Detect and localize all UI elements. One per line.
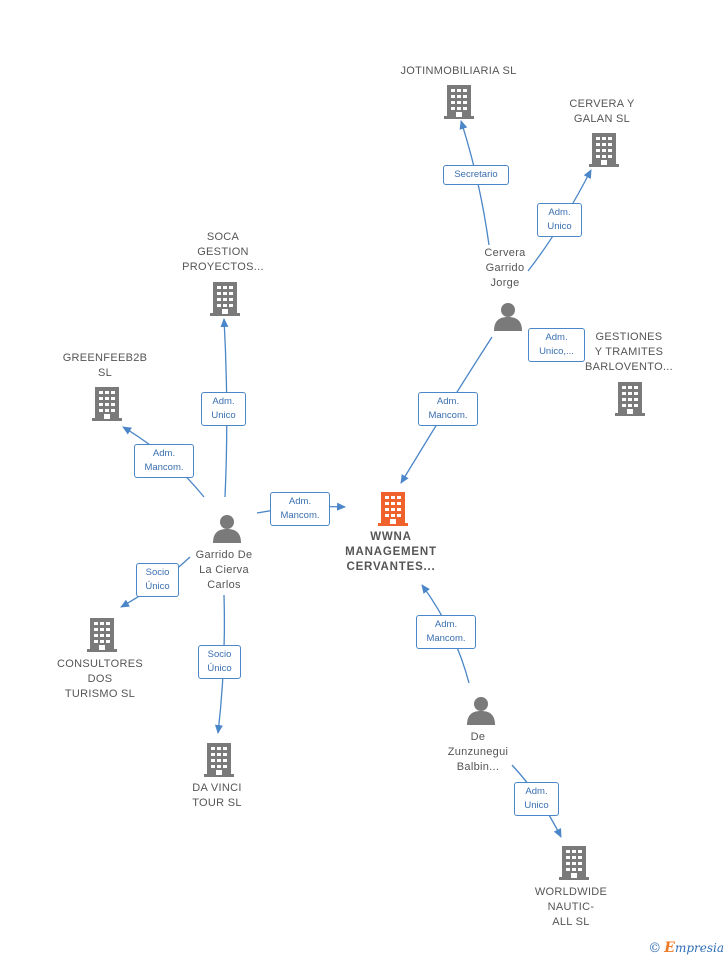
label-line: TURISMO SL bbox=[64, 688, 136, 700]
label-line: DOS bbox=[87, 673, 113, 685]
edge-label-line: Adm. bbox=[436, 396, 460, 407]
label-line: La Cierva bbox=[199, 564, 249, 576]
brand-name: mpresia bbox=[674, 941, 724, 955]
edge-label-socio-consultores[interactable]: Socio Único bbox=[136, 563, 179, 597]
label-line: DA VINCI bbox=[192, 782, 242, 794]
label-line: GALAN SL bbox=[573, 113, 631, 125]
building-icon[interactable] bbox=[87, 618, 117, 652]
brand-initial: E bbox=[664, 940, 675, 956]
label-line: CERVANTES... bbox=[346, 561, 436, 573]
node-label-soca[interactable]: SOCA GESTION PROYECTOS... bbox=[168, 230, 278, 275]
edge-label-line: Unico,... bbox=[539, 346, 574, 357]
label-line: MANAGEMENT bbox=[345, 546, 437, 558]
edge-label-adm-mancom-garrido[interactable]: Adm. Mancom. bbox=[270, 492, 330, 526]
building-icon[interactable] bbox=[210, 282, 240, 316]
label-line: CERVERA Y bbox=[569, 98, 635, 110]
edge-label-line: Único bbox=[145, 581, 170, 592]
label-line: ALL SL bbox=[552, 916, 590, 928]
node-label-gestiones[interactable]: GESTIONES Y TRAMITES BARLOVENTO... bbox=[575, 330, 683, 375]
edge-label-adm-unico-cervera[interactable]: Adm. Unico bbox=[537, 203, 582, 237]
building-icon[interactable] bbox=[204, 743, 234, 777]
edge-label-adm-unico-soca[interactable]: Adm. Unico bbox=[201, 392, 246, 426]
edge-label-adm-unico-gestiones[interactable]: Adm. Unico,... bbox=[528, 328, 585, 362]
label-line: Cervera bbox=[484, 247, 526, 259]
person-icon[interactable] bbox=[213, 515, 241, 543]
node-label-greenfeeb2b[interactable]: GREENFEEB2B SL bbox=[50, 351, 160, 381]
label-line: Y TRAMITES bbox=[594, 346, 664, 358]
label-line: PROYECTOS... bbox=[182, 261, 264, 273]
label-line: Garrido bbox=[485, 262, 525, 274]
label-line: WORLDWIDE bbox=[534, 886, 608, 898]
edge-label-socio-davinci[interactable]: Socio Único bbox=[198, 645, 241, 679]
edge-label-line: Adm. bbox=[212, 396, 235, 407]
edge-label-line: Unico bbox=[547, 221, 572, 232]
copyright-symbol: © bbox=[648, 941, 662, 956]
label-line: Jorge bbox=[490, 277, 520, 289]
building-icon[interactable] bbox=[92, 387, 122, 421]
edge-label-line: Unico bbox=[524, 800, 549, 811]
building-icon[interactable] bbox=[559, 846, 589, 880]
label-line: SOCA bbox=[206, 231, 240, 243]
label-line: GESTION bbox=[197, 246, 249, 258]
building-icon[interactable] bbox=[615, 382, 645, 416]
node-label-worldwide[interactable]: WORLDWIDE NAUTIC- ALL SL bbox=[521, 885, 621, 930]
edge-label-adm-mancom-cervera[interactable]: Adm. Mancom. bbox=[418, 392, 478, 426]
label-line: Garrido De bbox=[195, 549, 253, 561]
label-line: SL bbox=[97, 367, 113, 379]
building-icon[interactable] bbox=[589, 133, 619, 167]
edge-label-line: Socio bbox=[145, 567, 170, 578]
label-line: GESTIONES bbox=[595, 331, 663, 343]
building-icon[interactable] bbox=[444, 85, 474, 119]
label-line: JOTINMOBILIARIA SL bbox=[400, 65, 517, 77]
label-line: Zunzunegui bbox=[447, 746, 509, 758]
label-line: BARLOVENTO... bbox=[584, 361, 674, 373]
main-building-icon[interactable] bbox=[378, 492, 408, 526]
edge-label-line: Adm. bbox=[434, 619, 458, 630]
person-icon[interactable] bbox=[494, 303, 522, 331]
edge-label-secretario[interactable]: Secretario bbox=[443, 165, 509, 185]
edge-label-line: Adm. bbox=[288, 496, 312, 507]
node-label-consultores[interactable]: CONSULTORES DOS TURISMO SL bbox=[45, 657, 155, 702]
edge-label-adm-unico-world[interactable]: Adm. Unico bbox=[514, 782, 559, 816]
edge-label-line: Mancom. bbox=[280, 510, 320, 521]
label-line: Balbin... bbox=[456, 761, 500, 773]
node-label-garrido[interactable]: Garrido De La Cierva Carlos bbox=[179, 548, 269, 593]
empresia-logo: ©Empresia bbox=[648, 940, 724, 956]
label-line: CONSULTORES bbox=[56, 658, 144, 670]
label-line: GREENFEEB2B bbox=[62, 352, 148, 364]
node-label-davinci[interactable]: DA VINCI TOUR SL bbox=[167, 781, 267, 811]
edge-label-line: Adm. bbox=[548, 207, 571, 218]
edge-label-adm-mancom-green[interactable]: Adm. Mancom. bbox=[134, 444, 194, 478]
edge-label-line: Adm. bbox=[545, 332, 568, 343]
edge-label-line: Único bbox=[207, 663, 232, 674]
edge-label-line: Unico bbox=[211, 410, 236, 421]
label-line: NAUTIC- bbox=[547, 901, 595, 913]
label-line: De bbox=[470, 731, 486, 743]
label-line: WWNA bbox=[370, 531, 412, 543]
label-line: Carlos bbox=[207, 579, 241, 591]
node-label-wwna[interactable]: WWNA MANAGEMENT CERVANTES... bbox=[331, 530, 451, 575]
person-icon[interactable] bbox=[467, 697, 495, 725]
node-label-cervera-galan[interactable]: CERVERA Y GALAN SL bbox=[552, 97, 652, 127]
node-label-cervera-jorge[interactable]: Cervera Garrido Jorge bbox=[465, 246, 545, 291]
label-line: TOUR SL bbox=[192, 797, 242, 809]
node-label-jotinmobiliaria[interactable]: JOTINMOBILIARIA SL bbox=[381, 64, 536, 79]
edge-label-line: Mancom. bbox=[428, 410, 468, 421]
edge-label-line: Adm. bbox=[152, 448, 176, 459]
node-label-zunzunegui[interactable]: De Zunzunegui Balbin... bbox=[433, 730, 523, 775]
edge-label-line: Mancom. bbox=[426, 633, 466, 644]
edge-label-line: Secretario bbox=[454, 169, 498, 180]
edge-label-line: Adm. bbox=[525, 786, 548, 797]
edge-label-adm-mancom-zunz[interactable]: Adm. Mancom. bbox=[416, 615, 476, 649]
edge-label-line: Socio bbox=[207, 649, 232, 660]
edge-label-line: Mancom. bbox=[144, 462, 184, 473]
